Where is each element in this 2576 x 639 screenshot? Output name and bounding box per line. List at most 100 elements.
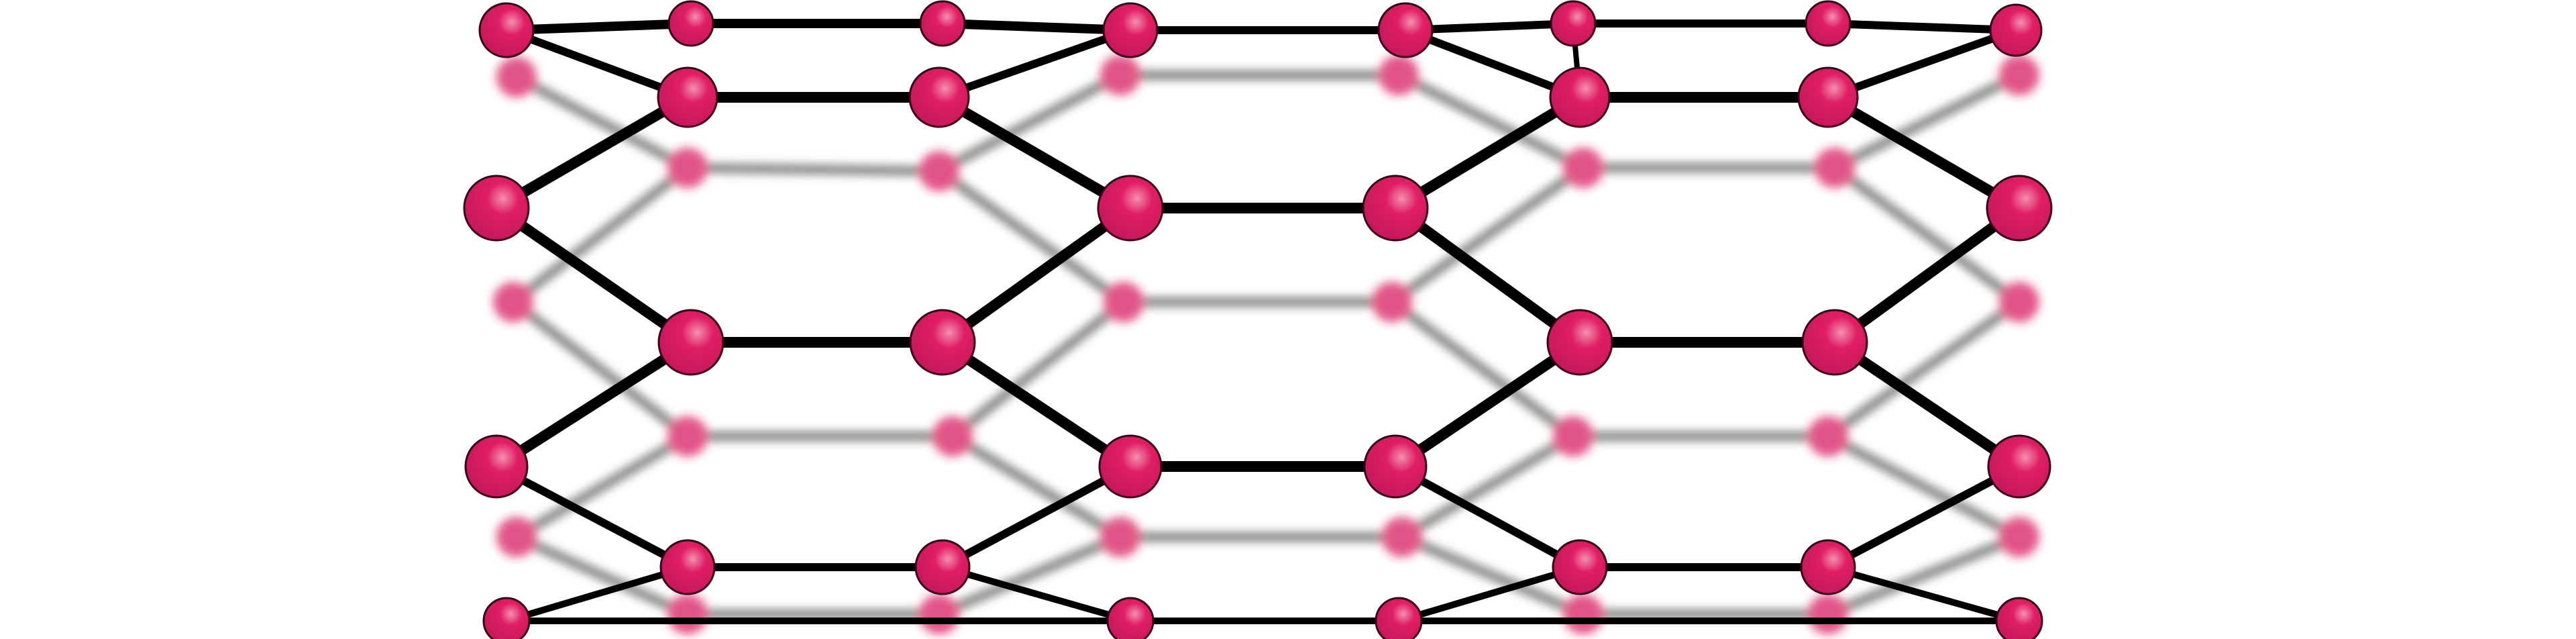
atom [1377, 2, 1434, 58]
atom [919, 0, 966, 47]
bond [934, 92, 1136, 213]
back-bond [687, 163, 940, 176]
back-atom [496, 57, 537, 97]
bond [492, 462, 692, 571]
bond [1390, 92, 1585, 213]
back-atom [496, 517, 537, 557]
back-bond [950, 432, 1123, 542]
atom [1995, 597, 2043, 639]
bond [1825, 564, 2023, 624]
bond [491, 92, 693, 213]
atom [1375, 597, 1423, 639]
back-bond [510, 164, 691, 306]
atom [1102, 2, 1159, 58]
atom [908, 66, 970, 128]
atom [1098, 434, 1163, 499]
atom [478, 2, 535, 58]
back-atom [1100, 55, 1140, 95]
back-atom [1563, 148, 1603, 188]
atom [1546, 309, 1613, 376]
back-atom [493, 282, 533, 322]
atom [909, 309, 976, 376]
back-bond [936, 70, 1123, 176]
atom [1797, 66, 1859, 128]
bond [937, 337, 1136, 472]
back-bond [1825, 432, 2022, 542]
bond [937, 203, 1136, 348]
atom [659, 539, 716, 595]
back-atom [1553, 416, 1593, 456]
atom [667, 0, 714, 47]
bond [935, 26, 1134, 101]
back-atom [1372, 282, 1412, 322]
back-bond [1389, 298, 1576, 440]
atom [1800, 539, 1856, 595]
back-atom [1382, 517, 1422, 557]
back-bond [515, 532, 690, 619]
atom [464, 434, 529, 499]
bond [502, 19, 696, 35]
atom [1552, 539, 1608, 595]
bond [1823, 92, 2025, 213]
back-atom [1808, 594, 1848, 634]
bond [491, 337, 696, 472]
back-bond [514, 432, 690, 542]
back-bond [1825, 298, 2023, 440]
atom [1363, 434, 1428, 499]
atom [1986, 175, 2053, 242]
bond [503, 564, 691, 624]
atom [1106, 597, 1155, 639]
back-atom [1100, 517, 1140, 557]
back-bond [1831, 164, 2023, 306]
back-bond [949, 298, 1127, 440]
bond [939, 564, 1134, 624]
bond [1391, 462, 1584, 571]
back-bond [1399, 432, 1576, 542]
atom [1801, 309, 1868, 376]
back-bond [1400, 532, 1585, 619]
atom [463, 175, 530, 242]
bond [1390, 203, 1585, 348]
bond [1829, 203, 2025, 348]
back-bond [937, 532, 1122, 619]
atom [1987, 434, 2051, 499]
bond [1395, 564, 1583, 624]
back-atom [667, 594, 708, 634]
bond [1824, 26, 2020, 101]
bond [1401, 26, 1584, 101]
bond [491, 203, 696, 348]
back-atom [667, 148, 708, 188]
bond [938, 19, 1135, 35]
back-atom [1999, 55, 2039, 95]
bond [1401, 19, 1577, 34]
bond [1824, 19, 2020, 34]
bond [502, 26, 692, 101]
atom [914, 539, 971, 595]
atom [1097, 175, 1164, 242]
back-atom [1808, 416, 1848, 456]
back-atom [667, 416, 708, 456]
atom [1549, 66, 1611, 128]
back-atom [1999, 282, 2039, 322]
back-atom [1379, 55, 1419, 95]
back-atom [1999, 517, 2039, 557]
back-bond [1826, 532, 2021, 619]
back-bond [514, 72, 690, 173]
atom [482, 597, 531, 639]
back-bond [936, 167, 1127, 306]
back-atom [1815, 148, 1855, 188]
atom [657, 66, 718, 128]
back-bond [1396, 70, 1586, 173]
back-bond [1832, 70, 2022, 173]
front-layer [463, 0, 2053, 639]
bond [1829, 337, 2025, 472]
bond [938, 462, 1134, 571]
back-atom [1563, 594, 1603, 634]
bond [1390, 337, 1585, 472]
bond [1824, 462, 2023, 571]
back-atom [919, 151, 959, 191]
atom [1989, 3, 2043, 57]
atom [657, 309, 724, 376]
